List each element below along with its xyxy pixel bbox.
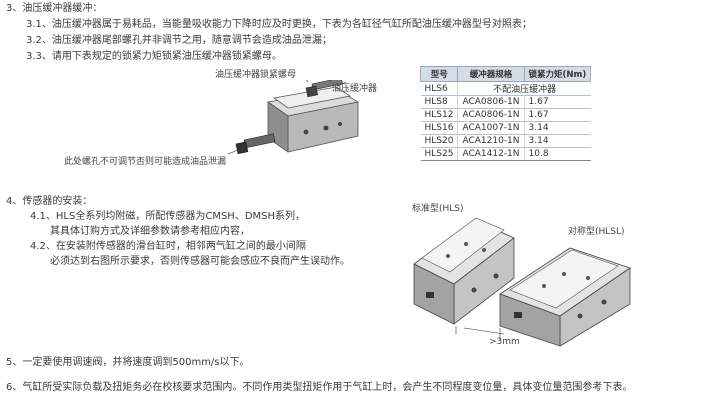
cell-model: HLS6 — [420, 81, 458, 96]
callout-locknut: 油压缓冲器锁紧螺母 — [215, 70, 297, 80]
section4-item1-line2: 其具体订购方式及详细参数请参考相应内容， — [50, 226, 250, 237]
buffer-spec-table: 型号 缓冲器规格 锁紧力矩(Nm) HLS6 不配油压缓冲器 HLS8 ACA0… — [419, 66, 592, 161]
table-row: HLS16 ACA1007-1N 3.14 — [420, 121, 591, 135]
adjacent-cylinders-illustration — [413, 217, 631, 347]
header-model: 型号 — [419, 66, 459, 82]
section4-item2-line1: 4.2、在安装附传感器的滑台缸时，相邻两气缸之间的最小间隔 — [30, 241, 306, 252]
cell-torque: 1.67 — [523, 108, 591, 122]
table-row: HLS12 ACA0806-1N 1.67 — [420, 108, 591, 122]
callout-buffer: 油压缓冲器 — [332, 84, 378, 94]
table-row: HLS6 不配油压缓冲器 — [420, 81, 591, 96]
label-symmetric-type: 对称型(HLSL) — [568, 227, 625, 237]
cell-torque: 3.14 — [523, 134, 591, 148]
cell-no-buffer: 不配油压缓冲器 — [457, 81, 591, 96]
cell-torque: 10.8 — [523, 147, 591, 161]
section3-item1: 3.1、油压缓冲器属于易耗品，当能量吸收能力下降时应及时更换，下表为各缸径气缸所… — [26, 19, 532, 30]
cell-spec: ACA1210-1N — [457, 134, 525, 148]
table-row: HLS8 ACA0806-1N 1.67 — [420, 95, 591, 109]
table-row: HLS20 ACA1210-1N 3.14 — [420, 134, 591, 148]
section3-item2: 3.2、油压缓冲器尾部螺孔并非调节之用，随意调节会造成油品泄漏； — [26, 35, 332, 46]
cell-torque: 1.67 — [523, 95, 591, 109]
section4-title: 4、传感器的安装： — [6, 196, 93, 207]
section5-text: 5、一定要使用调速阀，并将速度调到500mm/s以下。 — [6, 357, 250, 368]
cell-model: HLS12 — [420, 108, 458, 122]
section4-item1-line1: 4.1、HLS全系列均附磁，所配传感器为CMSH、DMSH系列， — [30, 211, 306, 222]
cell-spec: ACA0806-1N — [457, 108, 525, 122]
cell-model: HLS20 — [420, 134, 458, 148]
cell-spec: ACA1412-1N — [457, 147, 525, 161]
section4-item2-line2: 必须达到右图所示要求，否则传感器可能会感应不良而产生误动作。 — [50, 256, 350, 267]
slide-cylinder-buffer-illustration — [228, 80, 360, 155]
section3-item3: 3.3、请用下表规定的锁紧力矩锁紧油压缓冲器锁紧螺母。 — [26, 51, 282, 62]
header-buffer-spec: 缓冲器规格 — [457, 66, 525, 82]
header-torque: 锁紧力矩(Nm) — [523, 66, 592, 82]
section3-title: 3、油压缓冲器缓冲： — [6, 3, 103, 14]
cell-model: HLS25 — [420, 147, 458, 161]
cell-torque: 3.14 — [523, 121, 591, 135]
gap-dimension-label: >3mm — [489, 337, 520, 347]
label-standard-type: 标准型(HLS) — [412, 204, 464, 214]
callout-screwhole: 此处螺孔不可调节否则可能造成油品泄漏 — [64, 157, 227, 167]
cell-model: HLS8 — [420, 95, 458, 109]
cell-model: HLS16 — [420, 121, 458, 135]
cell-spec: ACA1007-1N — [457, 121, 525, 135]
table-row: HLS25 ACA1412-1N 10.8 — [420, 147, 591, 161]
cell-spec: ACA0806-1N — [457, 95, 525, 109]
section6-text: 6、气缸所受实际负载及扭矩务必在校核要求范围内。不同作用类型扭矩作用于气缸上时，… — [6, 382, 633, 393]
table-header-row: 型号 缓冲器规格 锁紧力矩(Nm) — [419, 66, 592, 82]
